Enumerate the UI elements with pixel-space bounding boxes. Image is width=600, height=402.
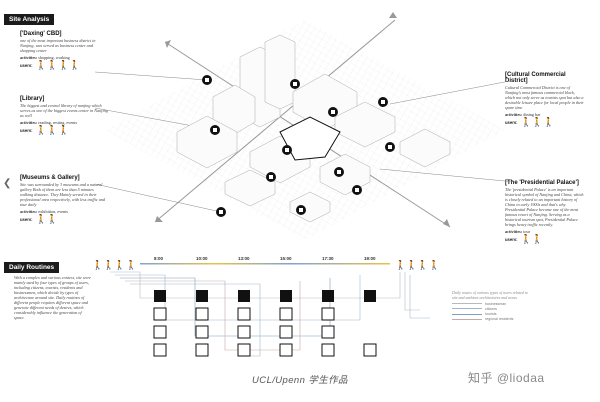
reading-icon [153,307,167,321]
arrow-head-icon [165,40,171,48]
bus-icon [196,290,208,302]
people-figures-right: 🚶🚶🚶🚶 [395,259,440,270]
users-row: users:🚶🚶🚶 [20,125,70,135]
block-title: ['Daxing' CBD] [20,31,62,37]
chevron-left-icon[interactable]: ❮ [3,178,12,189]
block-text: The 'presidential Palace' is an importan… [505,187,584,227]
block-title: [The 'Presidential Palace'] [505,180,579,186]
users-row: users:🚶🚶🚶 [505,117,555,127]
train-icon [154,290,166,302]
person-icon [363,343,377,357]
daily-routines-text: With a complex and various context, site… [14,275,91,320]
legend-item: businessman [452,302,532,306]
arrow-head-icon [443,219,450,227]
users-row: users:🚶🚶🚶🚶 [20,60,81,70]
coffee-icon [237,325,251,339]
legend-description: Daily routes of various types of users r… [452,290,528,300]
time-label: 10:00 [196,256,208,261]
bed-icon [279,343,293,357]
daxing-cbd-block: ['Daxing' CBD] one of the most important… [20,31,108,70]
museum-icon [321,307,335,321]
library-block: [Library] The biggest and central librar… [20,96,108,135]
svg-text:🚶🚶🚶🚶: 🚶🚶🚶🚶 [395,259,440,270]
bag-icon [279,325,293,339]
time-label: 17:30 [322,256,334,261]
person-icon [237,343,251,357]
person-icon: 🚶🚶 [520,234,543,244]
legend-item: tourists [452,312,532,316]
image-caption: UCL/Upenn 学生作品 [252,375,348,386]
person-icon: 🚶🚶🚶 [520,117,555,127]
block-text: Cultural Commercial District is one of N… [505,85,584,110]
block-activities: activities: shopping, working [20,54,70,60]
block-title: [Library] [20,96,45,102]
person-icon: 🚶🚶 [35,214,58,224]
time-label: 13:00 [238,256,250,261]
block-title: [Cultural Commercial District] [505,72,566,84]
block-activities: activities: dining bar [505,111,541,117]
dining-icon [322,290,334,302]
block-text: The biggest and central library of nanji… [20,103,108,118]
block-activities: activities: reading, resting, events [20,119,78,125]
map-marker-glyphs [205,78,392,214]
person-icon [321,325,335,339]
walk-icon [280,290,292,302]
activity-icons [153,290,377,357]
timeline-bar [140,263,390,265]
project-site-outline [279,116,341,161]
car-icon [238,290,250,302]
block-text: one of the most important business distr… [20,38,96,53]
person-icon: 🚶🚶🚶🚶 [35,60,81,70]
block-title: [Museums & Gallery] [20,175,80,181]
site-axonometric-map [95,12,515,240]
shopping-icon [237,307,251,321]
users-row: users:🚶🚶 [20,214,58,224]
person-icon [321,343,335,357]
bar-icon [364,290,376,302]
time-label: 8:00 [154,256,164,261]
office-icon [279,307,293,321]
arrow-head-icon [155,216,163,222]
person-icon: 🚶🚶🚶 [35,125,70,135]
block-text: Site was surrounded by 3 museums and a n… [20,182,106,207]
routes-legend: Daily routes of various types of users r… [452,290,532,321]
cultural-district-block: [Cultural Commercial District] Cultural … [505,72,585,127]
presidential-palace-block: [The 'Presidential Palace'] The 'preside… [505,180,585,244]
block-activities: activities: tour [505,228,531,234]
users-row: users:🚶🚶 [505,234,543,244]
chat-icon [153,325,167,339]
people-figures-left: 🚶🚶🚶🚶 [92,259,137,270]
person-icon [153,343,167,357]
legend-item: citizens [452,307,532,311]
time-label: 19:00 [364,256,376,261]
museums-block: [Museums & Gallery] Site was surrounded … [20,175,108,224]
book-icon [195,325,209,339]
time-label: 15:00 [280,256,292,261]
person-icon [195,343,209,357]
coffee-icon [195,307,209,321]
block-activities: activities: exhibition, events [20,208,69,214]
svg-text:🚶🚶🚶🚶: 🚶🚶🚶🚶 [92,259,137,270]
arrow-head-icon [389,12,397,18]
watermark: 知乎 @liodaa [468,371,545,385]
daily-routines-tag: Daily Routines [4,262,60,273]
site-analysis-tag: Site Analysis [4,14,55,25]
legend-item: regional residents [452,317,532,321]
